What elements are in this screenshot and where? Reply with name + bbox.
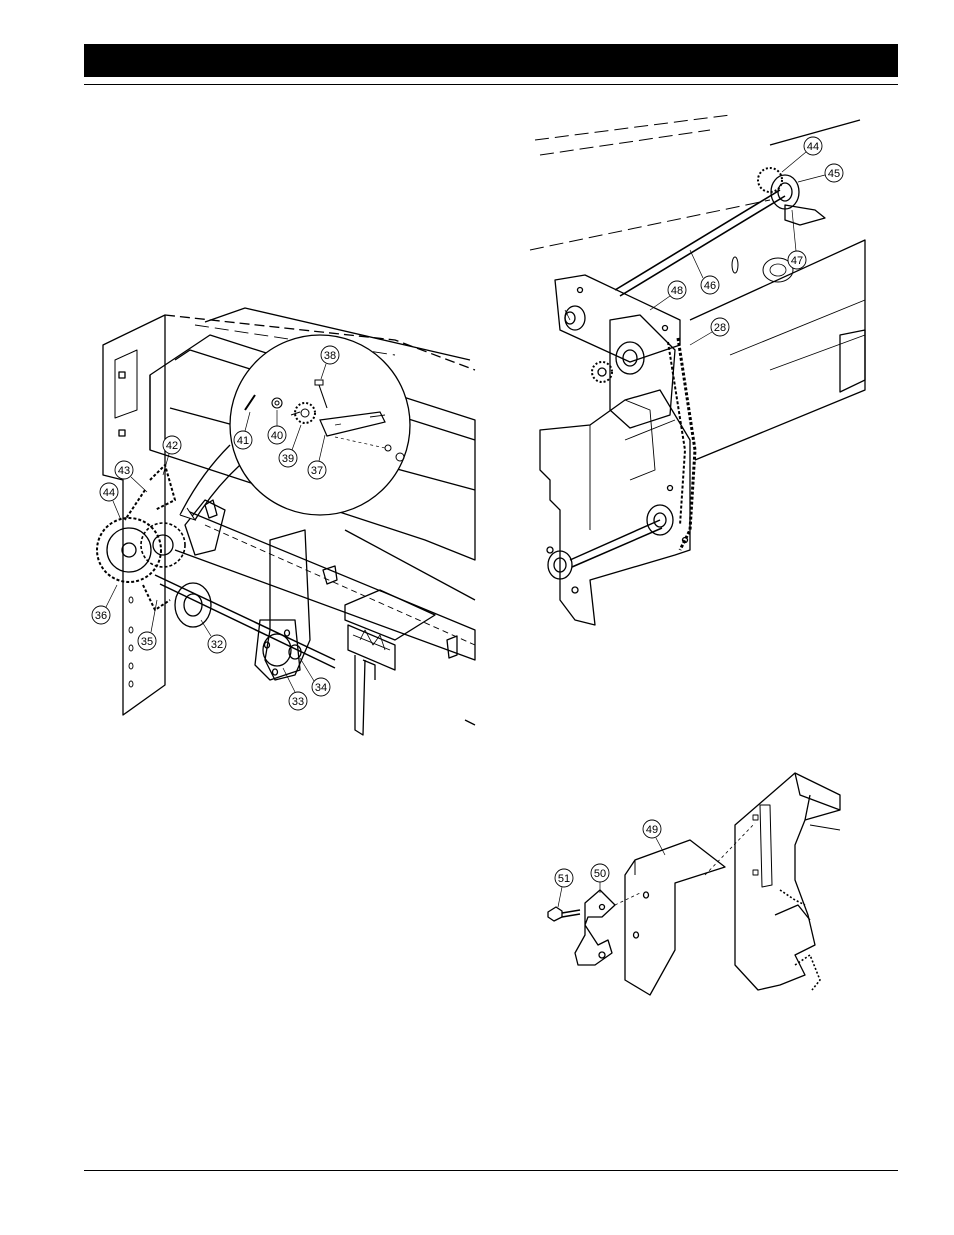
callout-35: 35 <box>137 599 158 651</box>
callout-28: 28 <box>689 317 730 346</box>
detail-magnifier <box>179 334 411 521</box>
callout-43: 43 <box>114 460 148 493</box>
svg-text:38: 38 <box>324 350 336 362</box>
callout-51: 51 <box>554 868 574 908</box>
svg-text:40: 40 <box>271 430 283 442</box>
callout-34: 34 <box>299 657 331 697</box>
svg-text:49: 49 <box>646 824 658 836</box>
svg-text:45: 45 <box>828 168 840 180</box>
svg-text:46: 46 <box>704 280 716 292</box>
svg-text:39: 39 <box>282 453 294 465</box>
header-bar <box>84 44 898 77</box>
callout-32: 32 <box>200 619 227 654</box>
guard-linework <box>547 772 841 996</box>
svg-text:48: 48 <box>671 285 683 297</box>
drive-linework <box>96 307 476 736</box>
figure-2-callouts: 44 45 47 46 48 28 <box>649 136 844 346</box>
svg-text:43: 43 <box>118 465 130 477</box>
figure-conveyor-drive: 38 41 40 39 37 42 43 44 36 35 32 33 34 <box>91 307 476 736</box>
figure-guard: 49 50 51 <box>547 772 841 996</box>
figure-1-callouts: 38 41 40 39 37 42 43 44 36 35 32 33 34 <box>91 345 340 711</box>
callout-37: 37 <box>307 434 327 480</box>
callout-41: 41 <box>233 411 253 450</box>
svg-text:50: 50 <box>594 868 606 880</box>
footer-rule <box>84 1170 898 1171</box>
callout-36: 36 <box>91 584 118 625</box>
svg-text:28: 28 <box>714 322 726 334</box>
svg-text:47: 47 <box>791 255 803 267</box>
svg-text:37: 37 <box>311 465 323 477</box>
svg-text:36: 36 <box>95 610 107 622</box>
callout-48: 48 <box>649 280 687 311</box>
svg-text:42: 42 <box>166 440 178 452</box>
callout-44: 44 <box>781 136 823 173</box>
svg-text:44: 44 <box>103 487 115 499</box>
svg-text:51: 51 <box>558 873 570 885</box>
callout-46: 46 <box>689 249 720 295</box>
figure-3-callouts: 49 50 51 <box>554 819 666 908</box>
svg-text:33: 33 <box>292 696 304 708</box>
callout-39: 39 <box>278 424 302 468</box>
callout-45: 45 <box>797 163 844 183</box>
svg-text:44: 44 <box>807 141 819 153</box>
callout-50: 50 <box>590 863 610 893</box>
callout-38: 38 <box>320 345 340 380</box>
callout-42: 42 <box>162 435 182 476</box>
callout-44: 44 <box>99 482 122 521</box>
shaft-linework <box>529 114 866 626</box>
callout-47: 47 <box>787 209 807 270</box>
callout-49: 49 <box>642 819 666 856</box>
callout-33: 33 <box>282 667 308 711</box>
svg-text:32: 32 <box>211 639 223 651</box>
svg-text:35: 35 <box>141 636 153 648</box>
svg-text:34: 34 <box>315 682 327 694</box>
callout-40: 40 <box>267 410 287 445</box>
figure-shaft-assembly: 44 45 47 46 48 28 <box>529 114 866 626</box>
header-rule <box>84 84 898 85</box>
svg-text:41: 41 <box>237 435 249 447</box>
